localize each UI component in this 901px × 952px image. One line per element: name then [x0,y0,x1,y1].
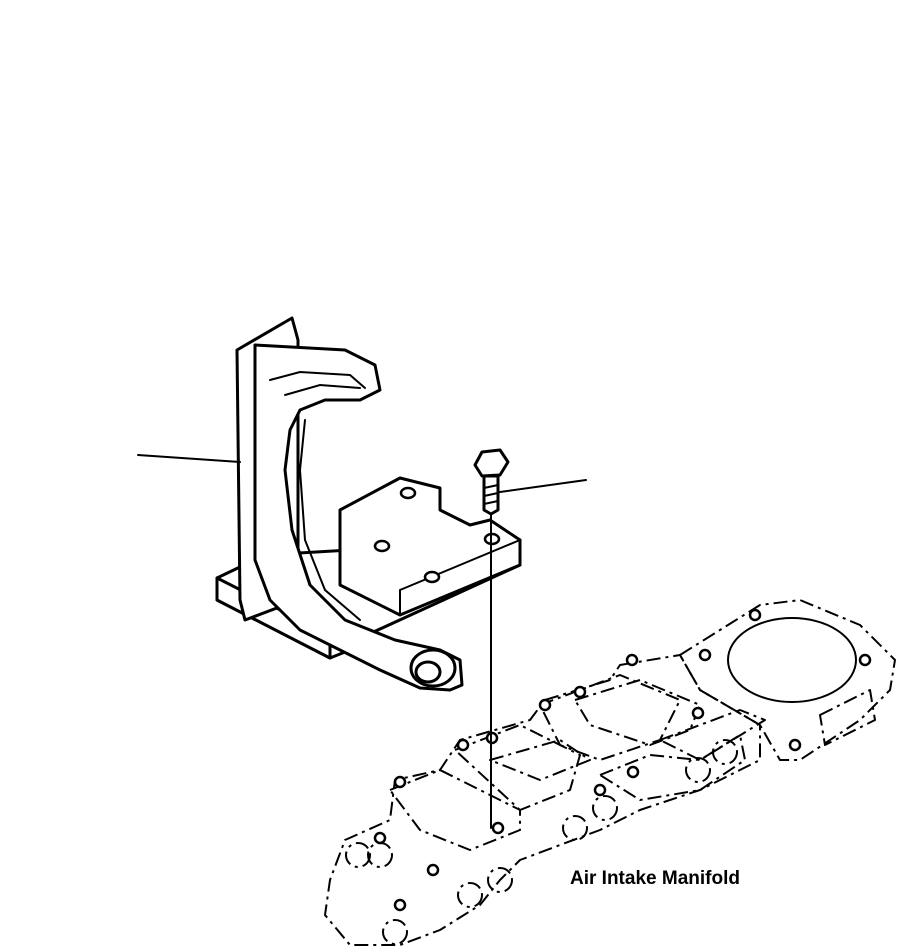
air-intake-manifold [324,599,896,946]
bolt-leader-line [499,479,587,493]
bolt [473,448,510,516]
bracket-leader-line [137,454,241,463]
bracket [215,316,522,692]
air-intake-manifold-label: Air Intake Manifold [570,868,740,889]
leader-lines [137,454,587,829]
